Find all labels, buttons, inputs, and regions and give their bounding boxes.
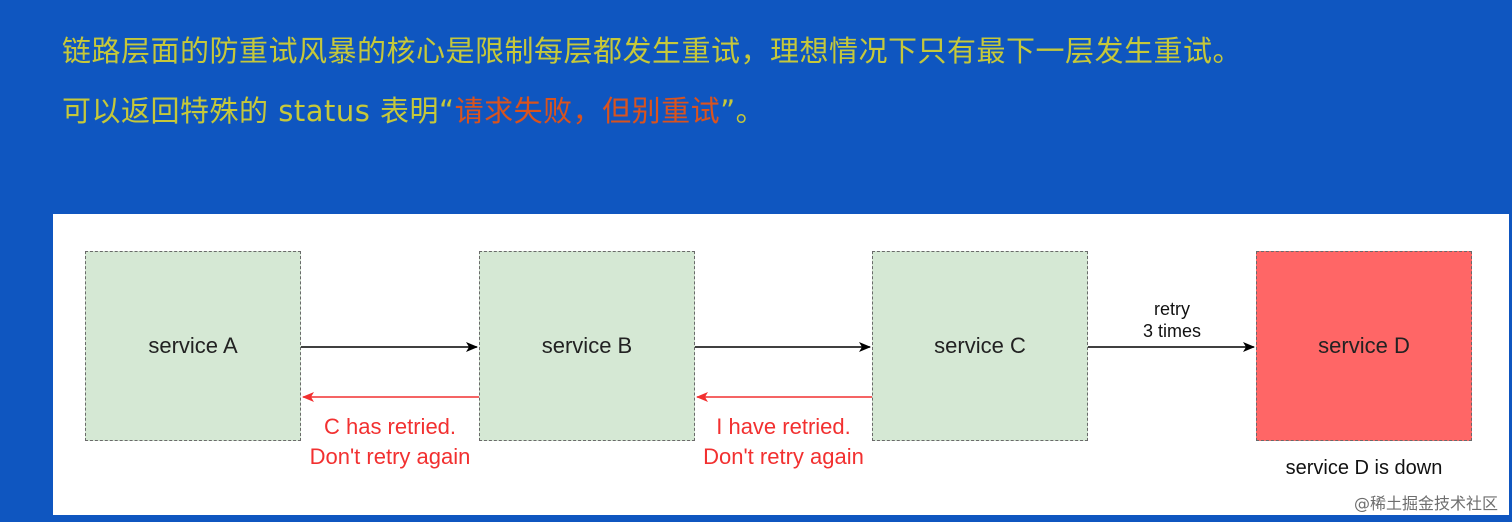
heading-highlight: 请求失败，但别重试	[454, 94, 721, 128]
service-b-box: service B	[479, 251, 695, 441]
service-d-down-label: service D is down	[1285, 457, 1443, 479]
service-b-label: service B	[541, 333, 633, 358]
label-a-b-line-2: Don't retry again	[309, 444, 471, 469]
retry-label: retry 3 times	[1088, 298, 1256, 342]
service-a-box: service A	[85, 251, 301, 441]
heading-line-2-prefix: 可以返回特殊的 status 表明“	[62, 94, 455, 128]
heading-line-1: 链路层面的防重试风暴的核心是限制每层都发生重试，理想情况下只有最下一层发生重试。	[62, 34, 1243, 68]
label-a-b-line-1: C has retried.	[323, 414, 457, 439]
service-d-box: service D	[1256, 251, 1472, 441]
retry-label-line-1: retry	[1154, 299, 1190, 319]
label-b-c-line-2: Don't retry again	[703, 444, 864, 469]
heading-line-2: 可以返回特殊的 status 表明“请求失败，但别重试”。	[62, 88, 765, 130]
diagram-canvas: service A service B service C service D …	[53, 214, 1509, 515]
service-d-label: service D	[1318, 333, 1410, 358]
diagram-arrows	[301, 342, 1255, 402]
heading-line-2-suffix: ”。	[720, 94, 766, 128]
label-b-c-line-1: I have retried.	[716, 414, 851, 439]
watermark-brand: @稀土掘金技术社区	[1353, 494, 1498, 513]
retry-label-line-2: 3 times	[1142, 321, 1202, 341]
label-a-b: C has retried. Don't retry again	[301, 412, 479, 472]
label-b-c: I have retried. Don't retry again	[695, 412, 872, 472]
service-c-box: service C	[872, 251, 1088, 441]
service-c-label: service C	[934, 333, 1026, 358]
service-a-label: service A	[148, 333, 238, 358]
